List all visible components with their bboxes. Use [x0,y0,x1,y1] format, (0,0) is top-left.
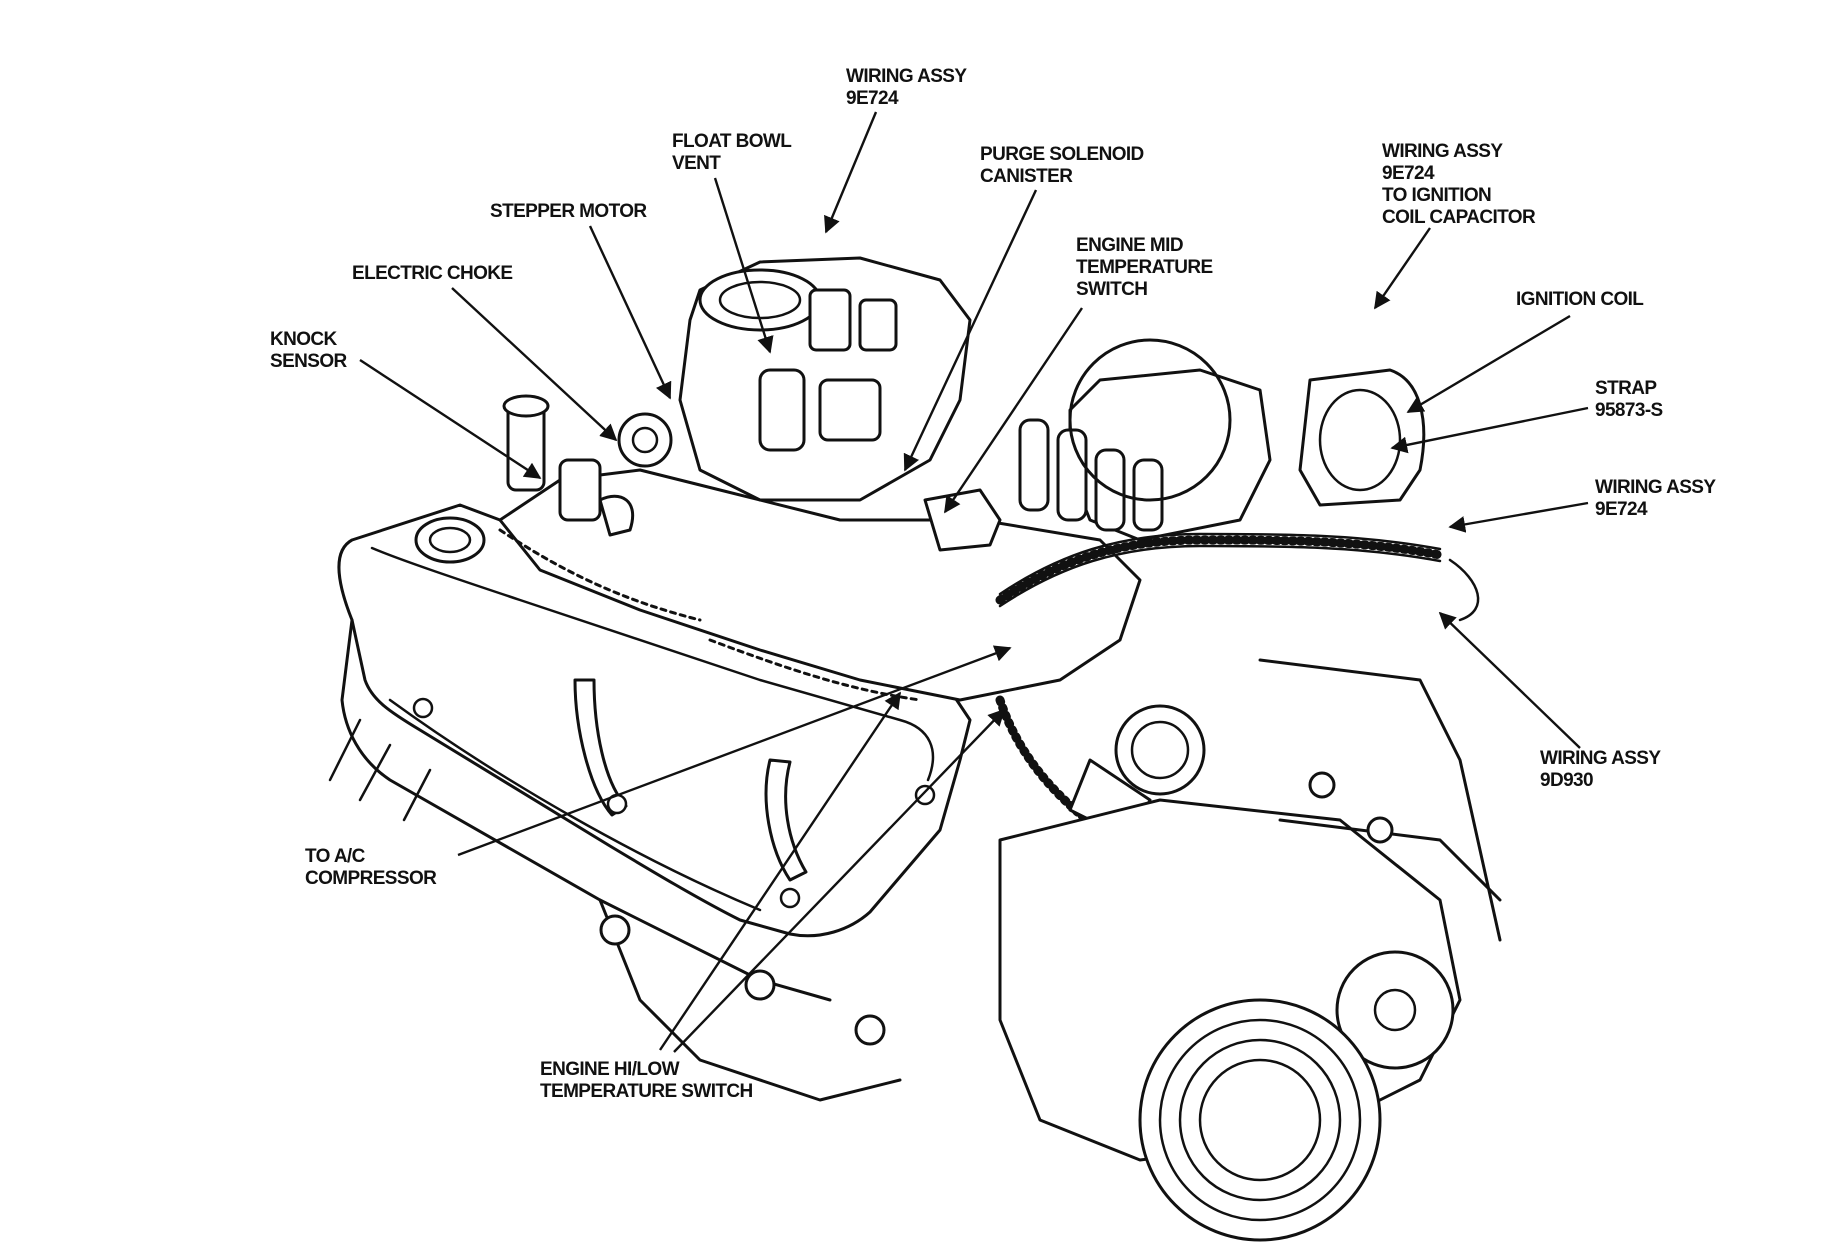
label-float-bowl-vent: FLOAT BOWL VENT [672,131,796,174]
accessory-bracket [1258,658,1502,942]
leader-strap [1390,406,1589,454]
label-wiring-assy-9d930: WIRING ASSY 9D930 [1540,748,1665,791]
label-to-ac-compressor: TO A/C COMPRESSOR [305,846,437,889]
leader-float-bowl-vent [713,177,774,354]
leader-engine-mid-temperature-switch [944,307,1083,514]
cylinder-head [328,618,832,1002]
carburetor [617,256,1002,552]
callout-labels: WIRING ASSY 9E724 FLOAT BOWL VENT PURGE … [270,66,1720,1102]
label-strap: STRAP 95873-S [1595,378,1663,421]
leader-wiring-assy-ignition-coil-capacitor [1374,227,1431,310]
leader-engine-hi-low-temperature-switch-1 [659,691,901,1051]
leader-wiring-assy-9d930 [1438,611,1581,749]
leader-purge-solenoid-canister [903,189,1038,472]
label-wiring-assy-9e724-right: WIRING ASSY 9E724 [1595,477,1720,520]
engine-block-lower [598,818,1502,1102]
leader-to-ac-compressor [457,645,1012,857]
valve-cover [337,503,972,938]
distributor [1018,338,1272,542]
label-wiring-assy-ignition-coil-capacitor: WIRING ASSY 9E724 TO IGNITION COIL CAPAC… [1382,141,1536,228]
callout-leaders [359,111,1589,1053]
leader-electric-choke [451,287,618,442]
label-engine-mid-temperature-switch: ENGINE MID TEMPERATURE SWITCH [1076,235,1217,300]
label-wiring-assy-9e724-top: WIRING ASSY 9E724 [846,66,971,109]
label-knock-sensor: KNOCK SENSOR [270,329,348,372]
label-electric-choke: ELECTRIC CHOKE [352,263,513,284]
leader-ignition-coil [1406,314,1571,414]
leader-stepper-motor [588,225,672,400]
label-engine-hi-low-temperature-switch: ENGINE HI/LOW TEMPERATURE SWITCH [540,1059,753,1102]
leader-wiring-assy-9e724-right [1448,501,1589,533]
label-stepper-motor: STEPPER MOTOR [490,201,647,222]
leader-engine-hi-low-temperature-switch-2 [673,708,1006,1053]
leader-wiring-assy-9e724-top [824,111,878,234]
label-purge-solenoid-canister: PURGE SOLENOID CANISTER [980,144,1148,187]
leader-knock-sensor [359,358,542,480]
label-ignition-coil: IGNITION COIL [1516,289,1644,310]
engine-illustration [328,256,1502,1242]
ignition-coil-body [1298,368,1426,507]
front-cover [998,798,1462,1242]
